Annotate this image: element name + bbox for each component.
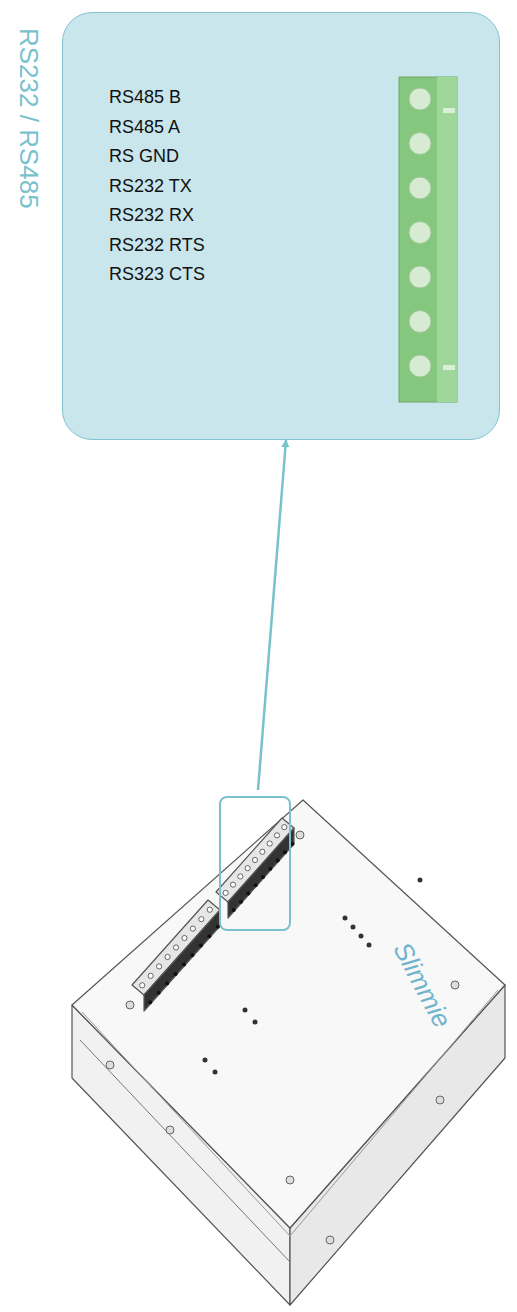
highlight-frame [220, 797, 290, 930]
screw [451, 981, 459, 989]
terminal-screw [199, 917, 204, 922]
terminal-hole [148, 1000, 152, 1004]
screw-terminal [409, 177, 431, 199]
terminal-screw [245, 866, 250, 871]
status-led [351, 925, 356, 930]
screw-terminal [409, 88, 431, 110]
pin-name: RS323 CTS [109, 260, 205, 290]
status-led [253, 1020, 258, 1025]
screw-terminal [409, 266, 431, 288]
terminal-tab [443, 365, 455, 370]
terminal-hole [216, 925, 220, 929]
terminal-screw [148, 973, 153, 978]
status-led [203, 1058, 208, 1063]
status-led [359, 934, 364, 939]
terminal-screw [190, 926, 195, 931]
status-led [418, 878, 423, 883]
device-illustration: Slimmie [60, 790, 517, 1312]
terminal-screw [282, 825, 287, 830]
terminal-screw [267, 841, 272, 846]
pin-name: RS232 RTS [109, 231, 205, 261]
terminal-strip-front [228, 828, 294, 918]
screw-terminal [409, 355, 431, 377]
screw [126, 1001, 134, 1009]
terminal-screw [230, 882, 235, 887]
terminal-screw [140, 983, 145, 988]
screw [286, 1176, 294, 1184]
terminal-screw [274, 833, 279, 838]
device-picture [60, 790, 517, 1312]
screw-terminal [409, 222, 431, 244]
terminal-screw [157, 964, 162, 969]
terminal-block-edge [437, 77, 457, 402]
screw [166, 1126, 174, 1134]
status-led [367, 943, 372, 948]
screw [106, 1061, 114, 1069]
screw [296, 831, 304, 839]
status-led [343, 916, 348, 921]
screw-terminal [409, 133, 431, 155]
housing-top [72, 800, 505, 1228]
terminal-screw [173, 945, 178, 950]
terminal-screw [238, 874, 243, 879]
terminal-hole [165, 981, 169, 985]
terminal-hole [239, 900, 243, 904]
terminal-hole [232, 908, 236, 912]
terminal-screw [252, 857, 257, 862]
terminal-hole [157, 991, 161, 995]
terminal-strip-front [144, 910, 220, 1011]
pin-name: RS485 B [109, 83, 205, 113]
terminal-callout-box: RS485 BRS485 ARS GNDRS232 TXRS232 RXRS23… [62, 12, 500, 440]
terminal-hole [268, 867, 272, 871]
terminal-hole [276, 859, 280, 863]
status-led [213, 1070, 218, 1075]
terminal-screw [207, 907, 212, 912]
arrow-connector [258, 440, 286, 790]
terminal-hole [199, 944, 203, 948]
terminal-hole [283, 850, 287, 854]
terminal-screw [260, 849, 265, 854]
pin-name: RS232 RX [109, 201, 205, 231]
status-led [243, 1008, 248, 1013]
terminal-hole [207, 934, 211, 938]
housing-seam [80, 1040, 290, 1262]
section-title: RS232 / RS485 [14, 28, 44, 209]
pin-name: RS485 A [109, 113, 205, 143]
screw [326, 1236, 334, 1244]
pin-name: RS232 TX [109, 172, 205, 202]
terminal-tab [443, 108, 455, 113]
screw-terminal [409, 311, 431, 333]
terminal-hole [254, 883, 258, 887]
terminal-screw [223, 890, 228, 895]
terminal-block-picture [63, 13, 501, 441]
terminal-strip [132, 900, 220, 995]
terminal-hole [246, 891, 250, 895]
terminal-hole [174, 972, 178, 976]
pin-name: RS GND [109, 142, 205, 172]
terminal-block [399, 77, 457, 402]
terminal-screw [165, 954, 170, 959]
screw [436, 1096, 444, 1104]
pin-list: RS485 BRS485 ARS GNDRS232 TXRS232 RXRS23… [109, 83, 205, 290]
terminal-hole [182, 963, 186, 967]
terminal-hole [190, 953, 194, 957]
terminal-strip [216, 818, 294, 902]
terminal-screw [182, 935, 187, 940]
terminal-hole [261, 875, 265, 879]
